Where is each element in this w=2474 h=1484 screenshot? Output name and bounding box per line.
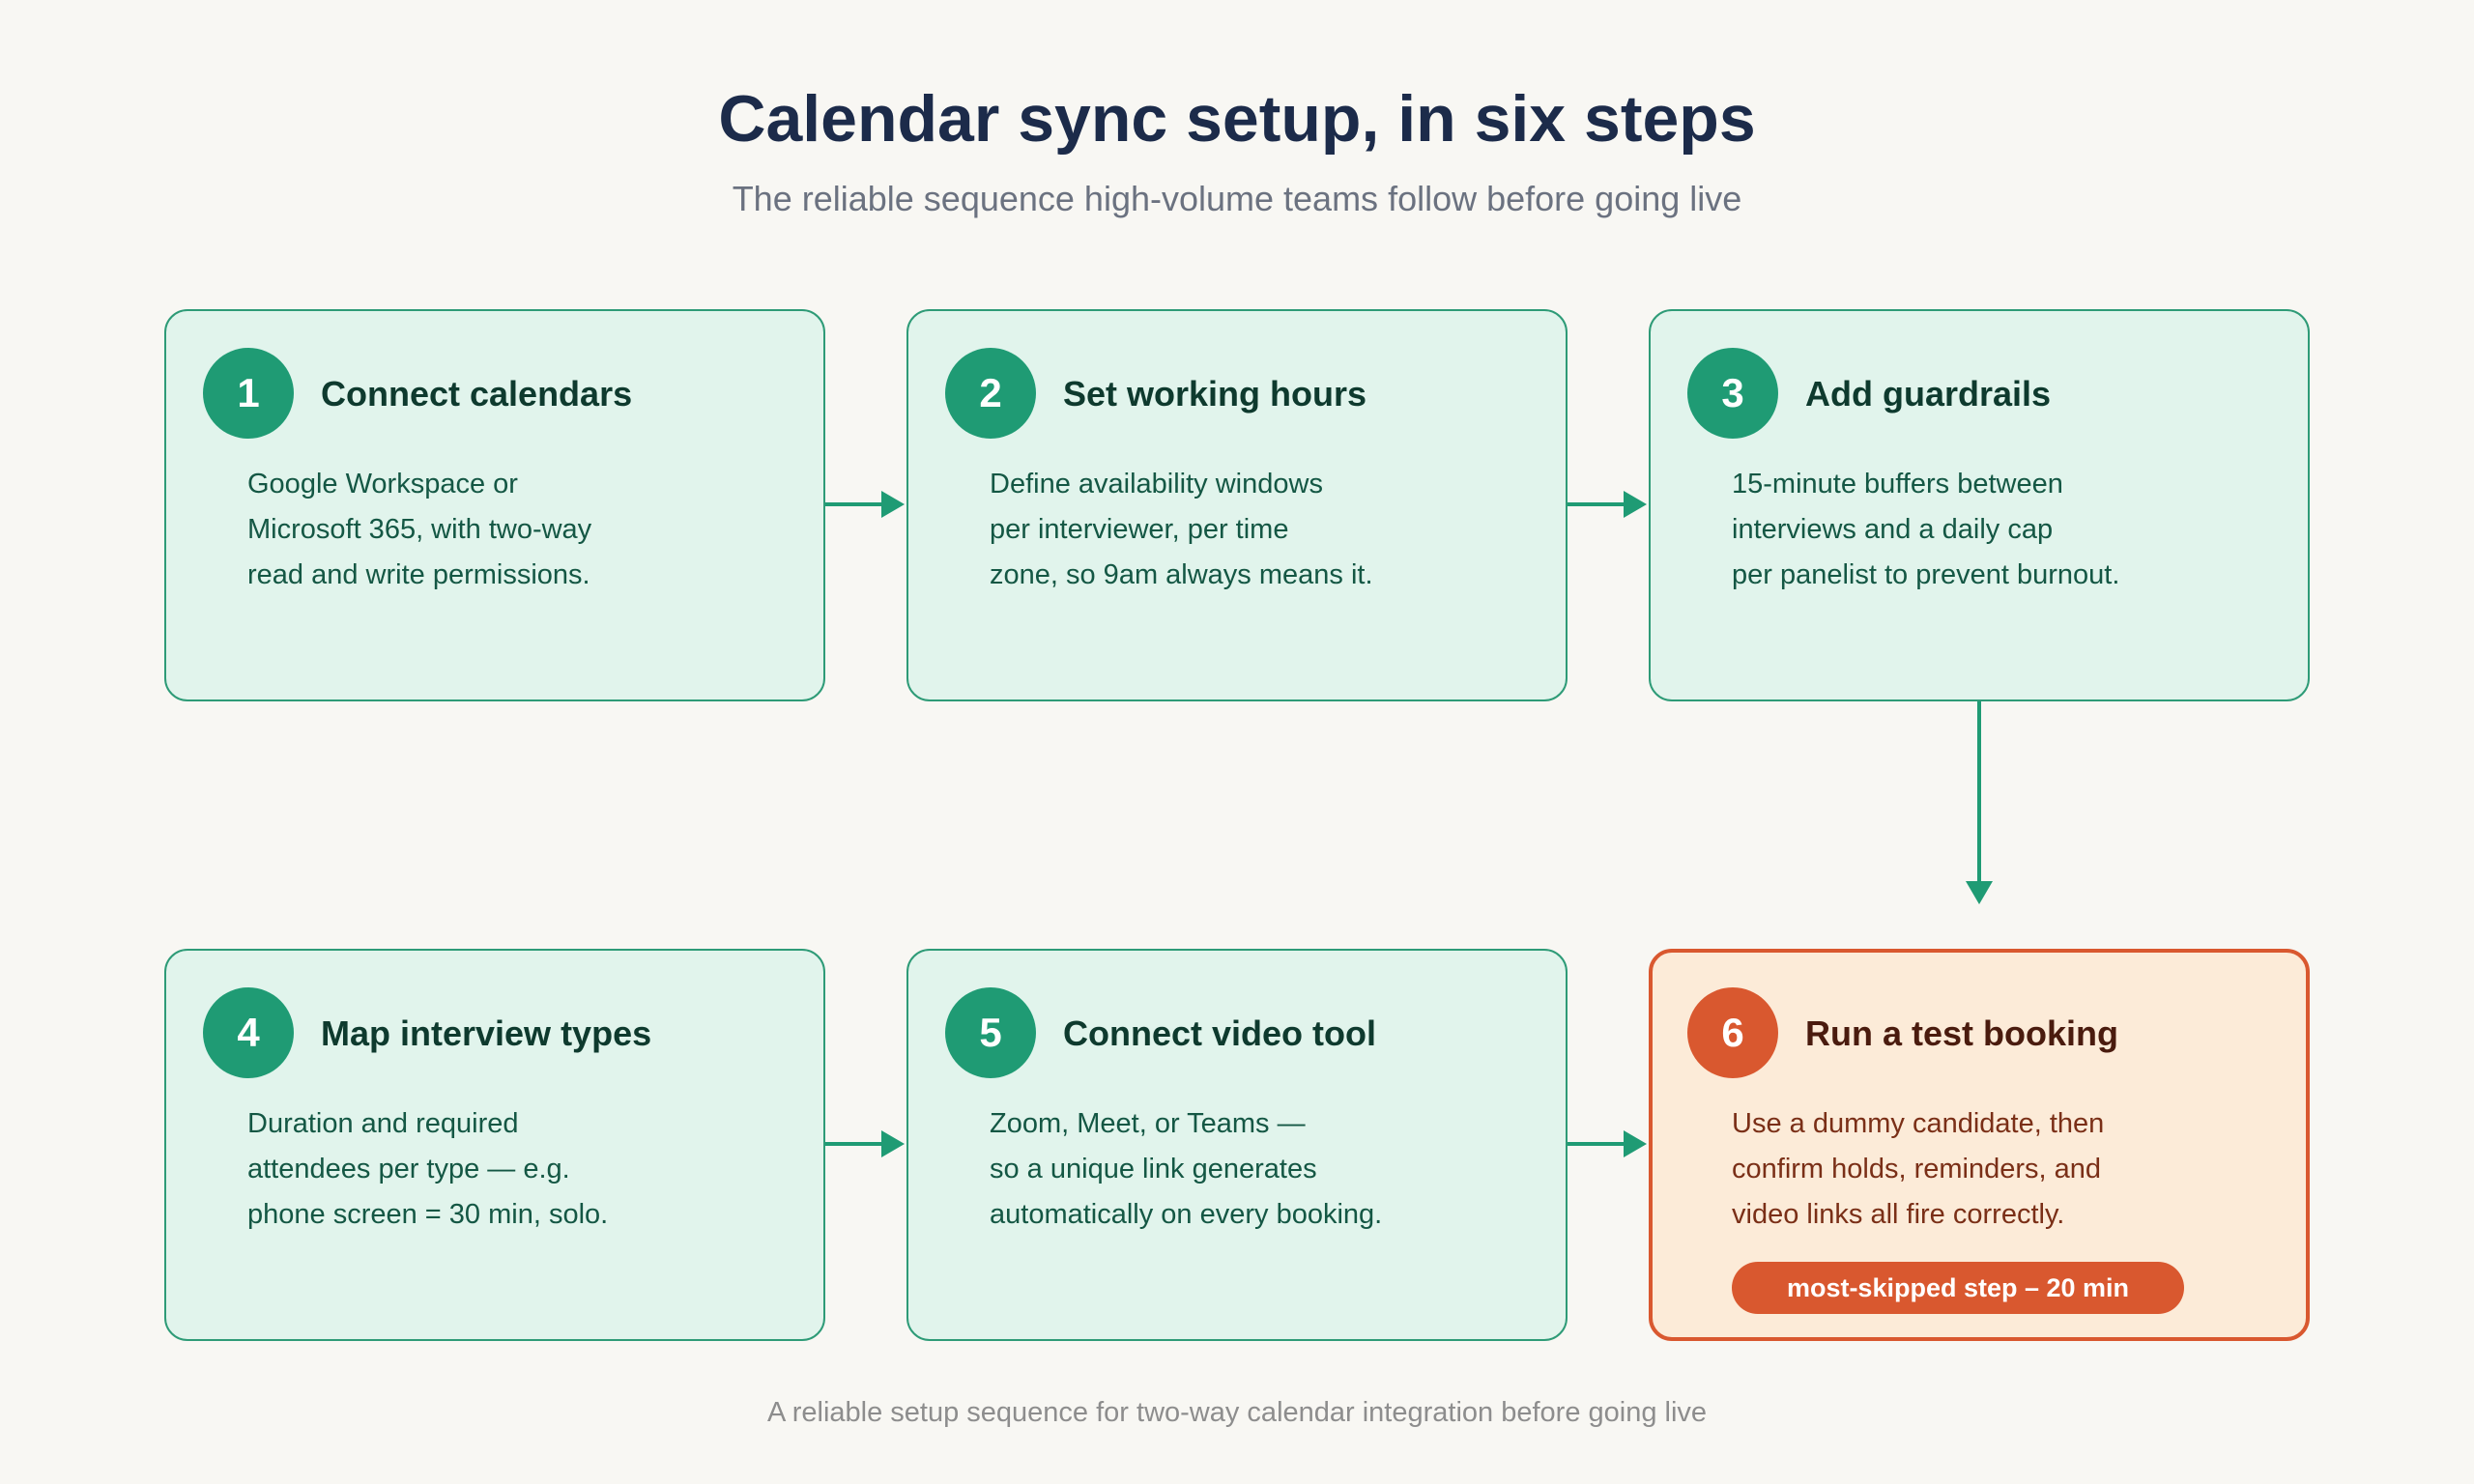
page-title: Calendar sync setup, in six steps — [718, 82, 1756, 156]
page-subtitle: The reliable sequence high-volume teams … — [732, 179, 1742, 218]
step-title: Map interview types — [321, 1013, 652, 1053]
step-title: Run a test booking — [1805, 1013, 2118, 1053]
step-title: Connect calendars — [321, 374, 633, 414]
step-description-line: video links all fire correctly. — [1732, 1199, 2065, 1230]
step-description-line: Google Workspace or — [247, 469, 518, 499]
step-description-line: confirm holds, reminders, and — [1732, 1154, 2101, 1184]
step-description-line: Use a dummy candidate, then — [1732, 1108, 2105, 1139]
step-description-line: read and write permissions. — [247, 559, 590, 590]
step-title: Add guardrails — [1805, 374, 2052, 414]
step-number-badge: 1 — [203, 348, 294, 439]
step-description-line: Microsoft 365, with two-way — [247, 514, 592, 545]
step-number-badge: 2 — [945, 348, 1036, 439]
step-number-badge: 6 — [1687, 987, 1778, 1078]
step-title: Set working hours — [1063, 374, 1367, 414]
step-description-line: phone screen = 30 min, solo. — [247, 1199, 609, 1230]
step-description: 15-minute buffers between interviews and… — [1732, 462, 2292, 598]
step-description-line: Define availability windows — [990, 469, 1323, 499]
step-description-line: interviews and a daily cap — [1732, 514, 2054, 545]
arrow-step3-to-step6 — [1966, 701, 1993, 904]
arrow-step5-to-step6 — [1568, 1130, 1647, 1157]
footer-caption: A reliable setup sequence for two-way ca… — [766, 1397, 1708, 1428]
step-card-6: 6 Run a test booking Use a dummy candida… — [1649, 949, 2310, 1341]
step-description: Define availability windows per intervie… — [990, 462, 1550, 598]
arrow-step2-to-step3 — [1568, 491, 1647, 518]
step-description: Zoom, Meet, or Teams — so a unique link … — [990, 1101, 1550, 1238]
step-number-badge: 3 — [1687, 348, 1778, 439]
step-card-5: 5 Connect video tool Zoom, Meet, or Team… — [906, 949, 1568, 1341]
step-number-badge: 4 — [203, 987, 294, 1078]
step-description-line: per interviewer, per time — [990, 514, 1289, 545]
step-description: Google Workspace or Microsoft 365, with … — [247, 462, 808, 598]
step-description-line: zone, so 9am always means it. — [990, 559, 1373, 590]
step-description-line: Duration and required — [247, 1108, 519, 1139]
step-description-line: automatically on every booking. — [990, 1199, 1383, 1230]
step-title: Connect video tool — [1063, 1013, 1376, 1053]
step-description: Duration and required attendees per type… — [247, 1101, 808, 1238]
step-card-1: 1 Connect calendars Google Workspace or … — [164, 309, 825, 701]
step-card-3: 3 Add guardrails 15-minute buffers betwe… — [1649, 309, 2310, 701]
step-card-4: 4 Map interview types Duration and requi… — [164, 949, 825, 1341]
step-description-line: so a unique link generates — [990, 1154, 1317, 1184]
arrow-step4-to-step5 — [825, 1130, 905, 1157]
step-description: Use a dummy candidate, then confirm hold… — [1732, 1101, 2292, 1238]
step-card-2: 2 Set working hours Define availability … — [906, 309, 1568, 701]
step-description-line: attendees per type — e.g. — [247, 1154, 570, 1184]
step-number-badge: 5 — [945, 987, 1036, 1078]
arrow-step1-to-step2 — [825, 491, 905, 518]
step-description-line: Zoom, Meet, or Teams — — [990, 1108, 1306, 1139]
most-skipped-tag: most-skipped step – 20 min — [1732, 1262, 2184, 1314]
step-description-line: 15-minute buffers between — [1732, 469, 2063, 499]
step-description-line: per panelist to prevent burnout. — [1732, 559, 2120, 590]
